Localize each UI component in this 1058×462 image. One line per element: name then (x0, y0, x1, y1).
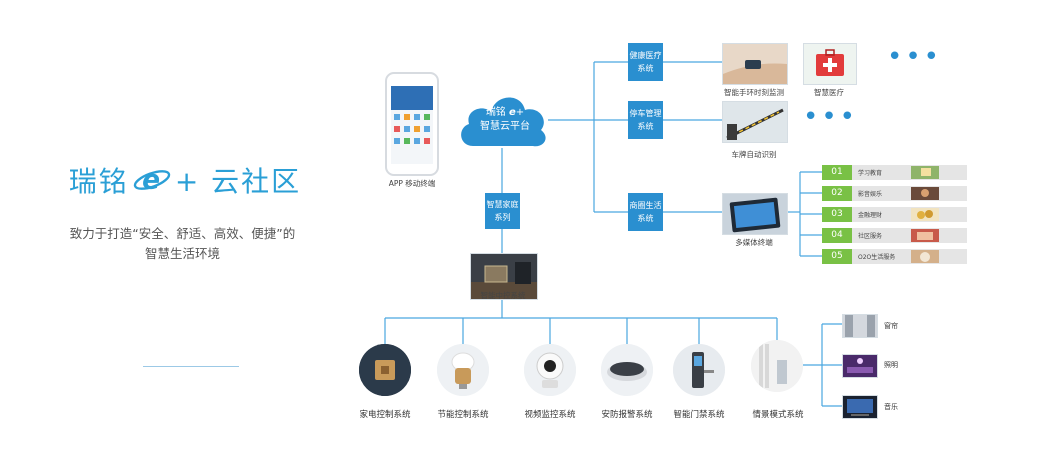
parking-system-box: 停车管理系统 (628, 101, 663, 139)
tablet-icon (723, 194, 787, 234)
curtain-image (842, 314, 878, 338)
service-item-1: 01 学习教育 (822, 165, 967, 180)
home-system-box: 智慧家庭系列 (485, 193, 520, 229)
more-dots-icon-2: ••• (803, 102, 859, 132)
energy-control-image (437, 344, 489, 396)
parking-gate-icon (723, 102, 787, 142)
access-control-image (673, 344, 725, 396)
appliance-control-label: 家电控制系统 (359, 410, 411, 420)
service-item-2: 02 影音娱乐 (822, 186, 967, 201)
curtain-label: 窗帘 (884, 322, 898, 330)
music-tv-icon (843, 396, 877, 418)
finance-thumb-icon (911, 208, 939, 221)
tagline-line-2: 智慧生活环境 (144, 246, 220, 261)
scene-mode-label: 情景模式系统 (752, 410, 804, 420)
smart-band-caption: 智能手环时刻监测 (724, 88, 784, 97)
home-panel-image (470, 253, 538, 300)
cloud-brand: 瑞铭 (485, 107, 506, 118)
door-lock-icon (673, 344, 725, 396)
alarm-system-label: 安防报警系统 (601, 410, 653, 420)
cloud-title: 智慧云平台 (480, 121, 530, 132)
brand-title: 瑞铭 e + 云社区 (60, 160, 310, 200)
community-thumb-icon (911, 229, 939, 242)
led-bulb-icon (437, 344, 489, 396)
access-control-label: 智能门禁系统 (673, 410, 725, 420)
health-system-box: 健康医疗系统 (628, 43, 663, 81)
music-image (842, 395, 878, 419)
tablet-caption: 多媒体终端 (735, 238, 773, 247)
home-panel-caption: 智能中控系统 (480, 291, 526, 300)
video-monitor-image (524, 344, 576, 396)
medical-kit-icon (804, 44, 856, 84)
curtain-icon (843, 315, 877, 337)
more-dots-icon: ••• (887, 42, 943, 72)
plate-recognition-image (722, 101, 788, 143)
cloud-platform-icon (461, 97, 546, 147)
service-item-5: 05 O2O生活服务 (822, 249, 967, 264)
security-camera-icon (524, 344, 576, 396)
control-panel-icon (471, 254, 537, 299)
brand-suffix: + 云社区 (174, 165, 302, 198)
phone-caption: APP 移动终端 (388, 179, 436, 188)
service-item-4: 04 社区服务 (822, 228, 967, 243)
music-label: 音乐 (884, 403, 898, 411)
lighting-label: 照明 (884, 361, 898, 369)
lighting-image (842, 354, 878, 378)
tagline-line-1: 致力于打造“安全、舒适、高效、便捷”的 (69, 226, 296, 241)
plate-caption: 车牌自动识别 (731, 150, 777, 159)
service-item-3: 03 金融理财 (822, 207, 967, 222)
cloud-label: 瑞铭 e+ 智慧云平台 (470, 106, 540, 134)
o2o-thumb-icon (911, 250, 939, 263)
socket-panel-icon (359, 344, 411, 396)
smart-band-icon (723, 44, 787, 84)
lighting-icon (843, 355, 877, 377)
brand-name: 瑞铭 (68, 165, 129, 198)
tablet-image (722, 193, 788, 235)
curtain-scene-icon (751, 340, 803, 392)
scene-mode-image (751, 340, 803, 392)
education-thumb-icon (911, 166, 939, 179)
commerce-system-box: 商圈生活系统 (628, 193, 663, 231)
divider (143, 366, 239, 367)
medical-kit-image (803, 43, 857, 85)
smart-band-image (722, 43, 788, 85)
entertainment-thumb-icon (911, 187, 939, 200)
svg-text:e: e (142, 165, 162, 196)
phone-mockup (385, 72, 439, 176)
medical-caption: 智慧医疗 (814, 88, 844, 97)
app-grid-icon (394, 114, 430, 144)
e-plus-logo-icon: e (133, 165, 171, 196)
appliance-control-image (359, 344, 411, 396)
alarm-device-icon (601, 344, 653, 396)
energy-control-label: 节能控制系统 (437, 410, 489, 420)
cloud-e-icon: e (509, 107, 516, 118)
video-monitor-label: 视频监控系统 (524, 410, 576, 420)
alarm-system-image (601, 344, 653, 396)
